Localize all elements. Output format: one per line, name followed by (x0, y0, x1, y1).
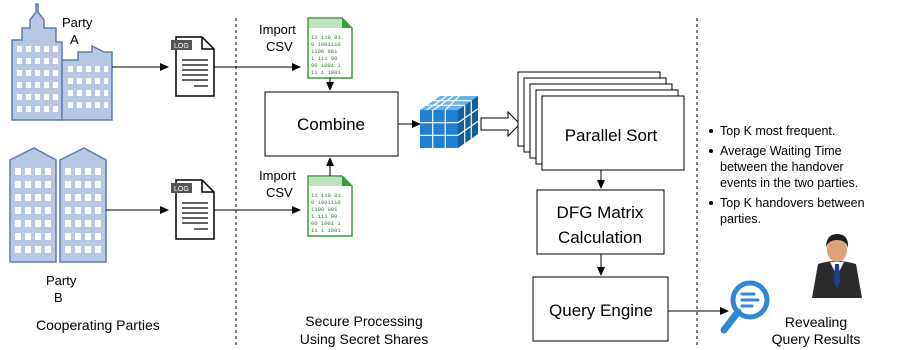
bullet-3 (709, 201, 713, 205)
csv-row-b-4: 00 1001 1 (311, 220, 341, 227)
parallel-sort-label: Parallel Sort (565, 126, 658, 145)
revealing-line2: Query Results (772, 331, 861, 347)
csv-row-a-4: 00 1001 1 (311, 62, 341, 69)
csv-row-a-0: 11 110 01 (311, 34, 341, 41)
search-icon (720, 280, 770, 334)
secure-processing-line1: Secure Processing (305, 313, 423, 329)
party-b-label-line1: Party (46, 273, 77, 288)
dfg-label-line1: DFG Matrix (557, 203, 644, 222)
csv-rows-b: 11 110 01 0 1001110 1100 001 1 111 00 00… (311, 192, 341, 234)
csv-row-b-3: 1 111 00 (311, 213, 337, 220)
party-a-label-line1: Party (62, 15, 93, 30)
csv-row-b-2: 1100 001 (311, 206, 338, 213)
hollow-arrow-to-parallel-sort (480, 110, 521, 138)
csv-row-b-5: 11 1 1001 (311, 227, 341, 234)
csv-row-a-5: 11 1 1001 (311, 69, 341, 76)
csv-row-a-3: 1 111 00 (311, 55, 337, 62)
log-tag-a: LOG (174, 43, 189, 50)
result-item-2-line2: between the handover (720, 160, 844, 174)
result-item-2-line1: Average Waiting Time (720, 144, 842, 158)
import-csv-top-line1: Import (259, 22, 296, 37)
party-b-label-line2: B (54, 290, 63, 305)
query-engine-box (532, 276, 669, 342)
combine-label: Combine (297, 115, 365, 134)
log-file-icon-b (171, 179, 215, 240)
import-csv-bottom-line2: CSV (266, 185, 293, 200)
result-item-3-line1: Top K handovers between (720, 196, 865, 210)
party-a-label-line2: A (70, 32, 79, 47)
party-b-building-icon (9, 147, 107, 263)
party-a-building-icon (11, 3, 113, 121)
cooperating-parties-label: Cooperating Parties (36, 317, 160, 333)
result-item-2-line3: events in the two parties. (720, 176, 858, 190)
csv-row-a-1: 0 1001110 (311, 41, 341, 48)
csv-rows-a: 11 110 01 0 1001110 1100 001 1 111 00 00… (311, 34, 341, 76)
revealing-line1: Revealing (785, 314, 847, 330)
csv-row-a-2: 1100 001 (311, 48, 338, 55)
bullet-2 (709, 149, 713, 153)
results-list: Top K most frequent. Average Waiting Tim… (709, 124, 865, 226)
csv-row-b-1: 0 1001110 (311, 199, 341, 206)
log-file-icon-a (171, 36, 215, 97)
result-item-3-line2: parties. (720, 212, 761, 226)
csv-row-b-0: 11 110 01 (311, 192, 341, 199)
dfg-matrix-box (536, 189, 665, 255)
import-csv-top-line2: CSV (266, 39, 293, 54)
log-tag-b: LOG (174, 186, 189, 193)
parallel-sort-stack (517, 71, 685, 171)
result-item-1: Top K most frequent. (720, 124, 835, 138)
person-avatar-icon (812, 234, 862, 298)
secure-processing-line2: Using Secret Shares (300, 331, 428, 347)
combine-box (264, 91, 399, 157)
dfg-label-line2: Calculation (558, 228, 642, 247)
secret-shares-cube-icon (420, 95, 479, 148)
csv-file-icon-b (307, 175, 353, 237)
import-csv-bottom-line1: Import (259, 168, 296, 183)
bullet-1 (709, 129, 713, 133)
query-engine-label: Query Engine (549, 301, 653, 320)
csv-file-icon-a (307, 17, 353, 79)
